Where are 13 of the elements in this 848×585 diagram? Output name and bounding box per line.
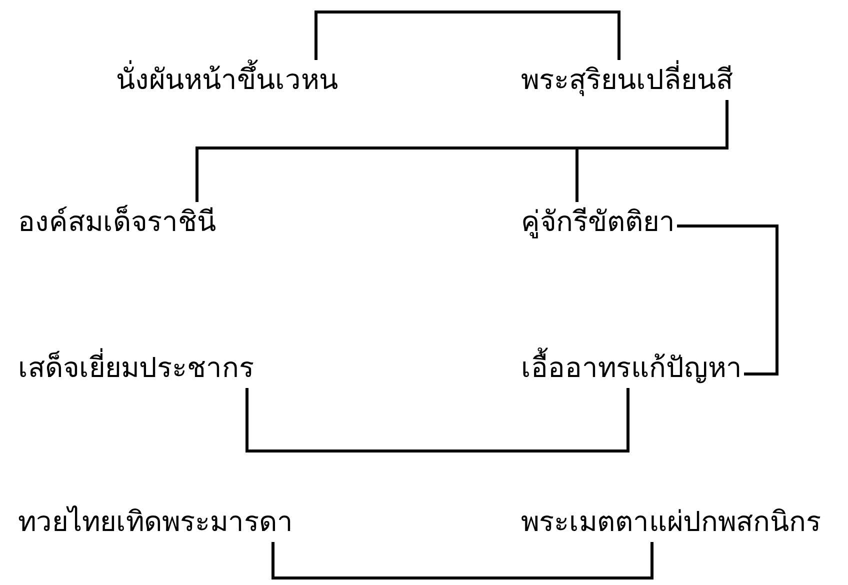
- connector-line: [677, 224, 778, 376]
- connector-line: [314, 10, 620, 60]
- text-label: นั่งผันหน้าขึ้นเวหน: [114, 60, 340, 100]
- text-label: พระสุริยนเปลี่ยนสี: [519, 60, 735, 100]
- text-label: คู่จักรีขัตติยา: [519, 202, 677, 242]
- text-label: พระเมตตาแผ่ปกพสกนิกร: [519, 502, 823, 542]
- connector-line: [576, 100, 728, 202]
- connector-line: [246, 388, 630, 452]
- text-label: ทวยไทยเทิดพระมารดา: [16, 502, 295, 542]
- text-label: องค์สมเด็จราชินี: [16, 202, 218, 242]
- text-label: เสด็จเยี่ยมประชากร: [16, 348, 256, 388]
- connector-line: [272, 542, 654, 580]
- text-label: เอื้ออาทรแก้ปัญหา: [519, 348, 744, 388]
